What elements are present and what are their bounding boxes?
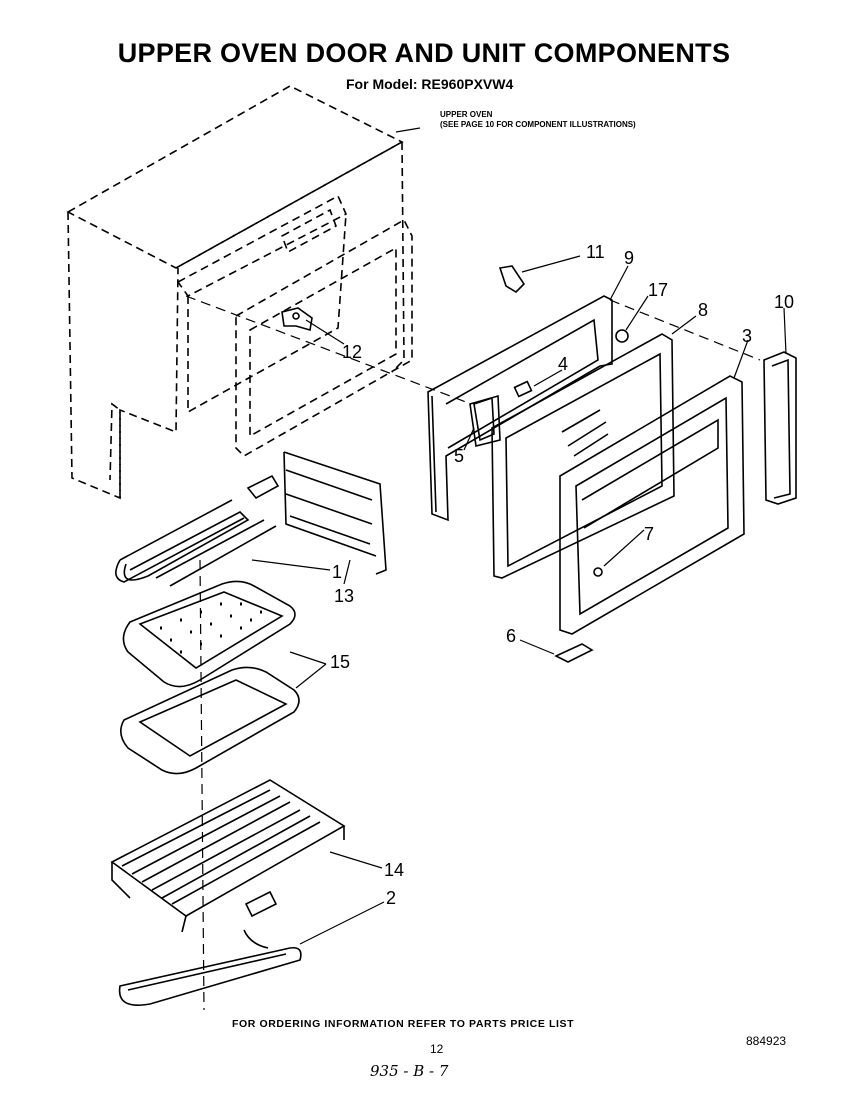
door-handle-10 (763, 351, 797, 505)
callout-13: 13 (334, 586, 354, 606)
hinge-5 (473, 396, 495, 442)
leader-lines (185, 127, 787, 1011)
upper-oven-note-line2: (SEE PAGE 10 FOR COMPONENT ILLUSTRATIONS… (440, 120, 636, 129)
oven-rack-14 (110, 779, 346, 933)
callout-3: 3 (742, 326, 752, 346)
page-number: 12 (430, 1042, 444, 1056)
bracket-12 (281, 307, 313, 332)
callout-4: 4 (558, 354, 568, 374)
callout-6: 6 (506, 626, 516, 646)
callout-9: 9 (624, 248, 634, 268)
upper-oven-note: UPPER OVEN (SEE PAGE 10 FOR COMPONENT IL… (440, 110, 636, 130)
document-number: 884923 (746, 1034, 787, 1048)
handwritten-note: 935 - B - 7 (370, 1062, 449, 1080)
ordering-info-footer: FOR ORDERING INFORMATION REFER TO PARTS … (232, 1018, 575, 1030)
bracket-6 (554, 643, 594, 663)
model-subtitle: For Model: RE960PXVW4 (346, 76, 514, 92)
callout-1: 1 (332, 562, 342, 582)
broil-element-1 (115, 474, 280, 587)
callout-10: 10 (774, 292, 794, 312)
bake-element-2 (118, 890, 302, 1006)
door-outer-frame-3 (559, 375, 745, 635)
callout-numbers: 11 9 17 8 10 3 4 5 7 6 12 1 13 15 14 2 (330, 242, 794, 908)
upper-oven-note-line1: UPPER OVEN (440, 110, 493, 119)
callout-17: 17 (648, 280, 668, 300)
callout-11: 11 (586, 242, 605, 262)
callout-5: 5 (454, 446, 464, 466)
clip-4 (513, 380, 533, 398)
page-title: UPPER OVEN DOOR AND UNIT COMPONENTS (117, 38, 731, 68)
callout-8: 8 (698, 300, 708, 320)
broiler-pan-insert-15 (122, 580, 296, 688)
broiler-pan-15 (120, 666, 300, 775)
door-glass-panel-8 (491, 333, 675, 579)
callout-12: 12 (342, 342, 362, 362)
door-inner-panel-9 (427, 295, 613, 522)
callout-14: 14 (384, 860, 404, 880)
oven-cavity-outline (66, 85, 413, 500)
element-bracket-13 (283, 451, 387, 575)
callout-2: 2 (386, 888, 396, 908)
washer-17 (615, 329, 629, 343)
callout-7: 7 (644, 524, 654, 544)
screw-11 (498, 265, 526, 294)
callout-15: 15 (330, 652, 350, 672)
